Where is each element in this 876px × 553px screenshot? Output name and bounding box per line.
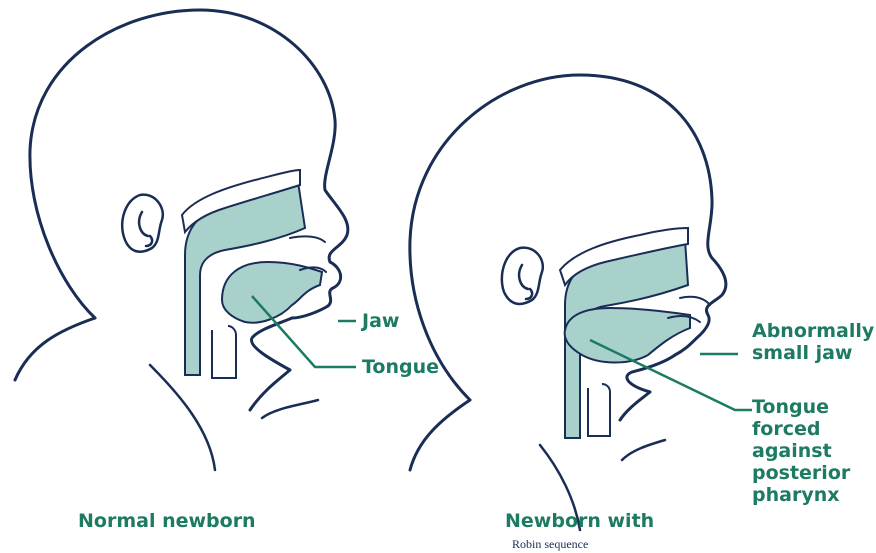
robin-tongue-label-line-3: against [752,440,850,462]
normal-newborn-caption: Normal newborn [78,510,256,532]
robin-tongue-label-line-5: pharynx [752,484,850,506]
robin-jaw-label-line-1: Abnormally [752,320,874,342]
robin-tongue-leader [590,340,752,410]
robin-newborn-caption: Newborn with [505,510,654,532]
robin-tongue-label-line-2: forced [752,418,850,440]
normal-shoulder-outline [150,365,318,470]
robin-chin-neck-outline [410,355,675,470]
robin-newborn-subcaption: Robin sequence [512,537,588,552]
normal-ear [122,195,163,252]
normal-tongue-label: Tongue [362,356,439,378]
normal-chin-neck-outline [15,318,292,410]
robin-newborn-figure [410,75,752,530]
normal-tongue [222,262,322,323]
robin-trachea [588,384,610,436]
robin-jaw-label: Abnormally small jaw [752,320,874,364]
robin-tongue-label: Tongue forced against posterior pharynx [752,396,850,506]
normal-newborn-figure [15,10,356,470]
robin-tongue-label-line-4: posterior [752,462,850,484]
robin-jaw-label-line-2: small jaw [752,342,874,364]
robin-ear [502,248,543,304]
normal-jaw-label: Jaw [362,310,399,332]
normal-trachea [212,326,236,378]
robin-tongue-label-line-1: Tongue [752,396,850,418]
